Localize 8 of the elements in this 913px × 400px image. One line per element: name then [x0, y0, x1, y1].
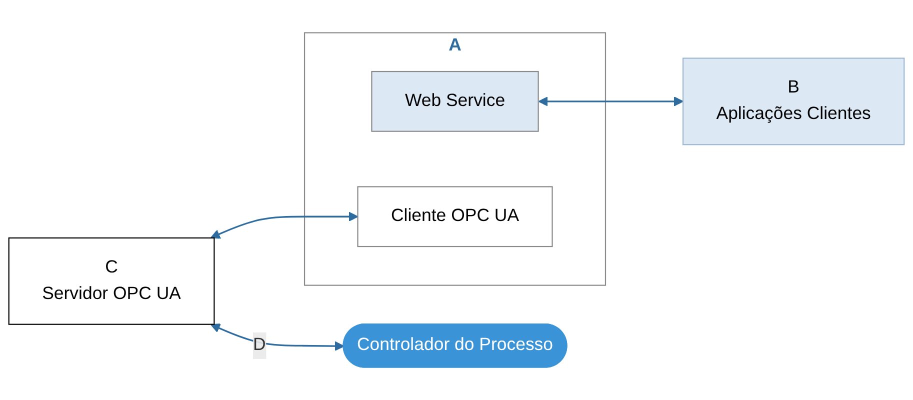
arrow: [210, 212, 358, 239]
node-box: Web Service: [371, 70, 539, 132]
node-box: C Servidor OPC UA: [8, 237, 215, 325]
arrow: [210, 324, 344, 351]
arrow: [538, 96, 684, 106]
edge-label: D: [252, 336, 266, 355]
node-box: B Aplicações Clientes: [682, 58, 905, 146]
node-box: Cliente OPC UA: [357, 186, 553, 248]
